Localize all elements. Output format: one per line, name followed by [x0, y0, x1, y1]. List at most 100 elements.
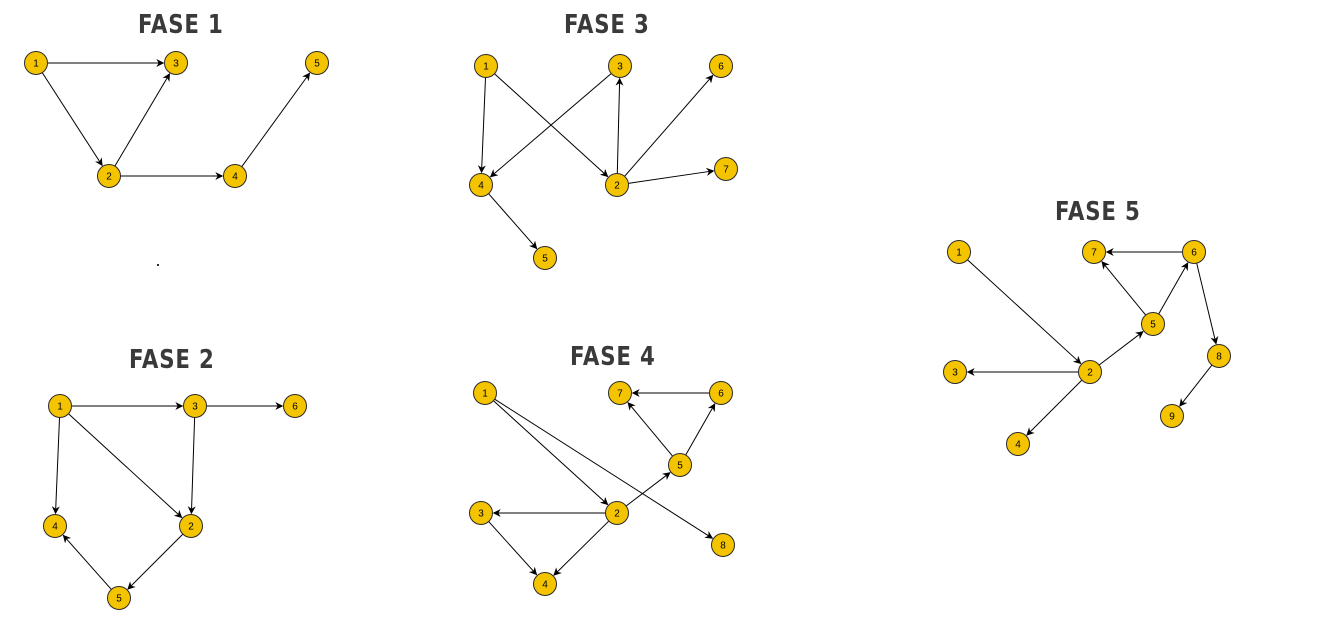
node-g2-5: 5	[107, 586, 131, 610]
edge-g4-3-to-4	[488, 521, 538, 576]
node-circle	[473, 381, 497, 405]
node-g2-1: 1	[48, 394, 72, 418]
edge-g4-1-to-2	[493, 400, 609, 506]
node-label: 6	[718, 389, 724, 400]
node-circle	[711, 533, 735, 557]
node-g5-8: 8	[1207, 344, 1231, 368]
node-label: 7	[617, 389, 623, 400]
node-circle	[943, 360, 967, 384]
node-label: 3	[173, 59, 179, 70]
edge-g3-2-to-6	[624, 74, 714, 177]
edge-g5-1-to-2	[967, 259, 1082, 365]
node-label: 2	[614, 509, 620, 520]
node-circle	[1141, 312, 1165, 336]
edge-g5-8-to-9	[1179, 364, 1213, 407]
node-circle	[608, 54, 632, 78]
edge-g4-5-to-6	[685, 403, 716, 456]
node-g1-4: 4	[223, 164, 247, 188]
node-g5-3: 3	[943, 360, 967, 384]
edge-g5-6-to-8	[1196, 263, 1219, 345]
node-label: 5	[314, 59, 320, 70]
node-label: 1	[482, 389, 488, 400]
node-g3-7: 7	[714, 157, 738, 181]
node-circle	[709, 381, 733, 405]
node-g5-4: 4	[1006, 432, 1030, 456]
edge-g3-3-to-4	[489, 73, 612, 178]
node-circle	[97, 164, 121, 188]
edge-g3-2-to-3	[615, 77, 624, 174]
node-circle	[605, 173, 629, 197]
node-label: 7	[723, 165, 729, 176]
node-circle	[43, 514, 67, 538]
node-g2-6: 6	[283, 394, 307, 418]
edge-g4-2-to-5	[625, 472, 671, 507]
node-label: 2	[188, 522, 194, 533]
node-circle	[947, 240, 971, 264]
node-g3-6: 6	[709, 54, 733, 78]
node-label: 1	[57, 402, 63, 413]
phase-title-2: FASE 2	[129, 345, 215, 375]
node-g5-1: 1	[947, 240, 971, 264]
edge-g3-1-to-4	[477, 77, 487, 174]
phase-title-5: FASE 5	[1055, 197, 1141, 227]
node-g4-3: 3	[469, 501, 493, 525]
node-g5-2: 2	[1078, 360, 1102, 384]
edge-g1-4-to-5	[241, 72, 311, 167]
node-circle	[474, 54, 498, 78]
phase-title-1: FASE 1	[138, 10, 224, 40]
edge-g3-4-to-5	[488, 193, 538, 250]
node-circle	[1082, 240, 1106, 264]
node-circle	[1006, 432, 1030, 456]
edge-g5-2-to-4	[1026, 379, 1083, 436]
node-label: 7	[1091, 248, 1097, 259]
edge-g5-2-to-5	[1098, 331, 1144, 366]
node-circle	[469, 501, 493, 525]
edge-g2-1-to-2	[68, 413, 183, 519]
node-label: 2	[106, 172, 112, 183]
node-circle	[183, 394, 207, 418]
node-label: 3	[478, 509, 484, 520]
node-circle	[608, 381, 632, 405]
node-circle	[305, 51, 329, 75]
node-g5-5: 5	[1141, 312, 1165, 336]
node-circle	[714, 157, 738, 181]
node-label: 2	[614, 181, 620, 192]
node-circle	[469, 173, 493, 197]
node-label: 8	[1216, 352, 1222, 363]
edge-g2-1-to-4	[51, 417, 61, 515]
node-g4-8: 8	[711, 533, 735, 557]
node-g3-5: 5	[533, 246, 557, 270]
edge-g2-3-to-2	[187, 417, 196, 515]
node-circle	[283, 394, 307, 418]
node-label: 5	[542, 254, 548, 265]
stray-dot	[157, 264, 159, 266]
node-g1-1: 1	[24, 51, 48, 75]
edge-g5-5-to-7	[1101, 261, 1147, 316]
node-circle	[709, 54, 733, 78]
edge-g2-2-to-5	[127, 533, 184, 590]
edge-g4-1-to-8	[494, 398, 714, 539]
node-g4-1: 1	[473, 381, 497, 405]
node-circle	[1160, 404, 1184, 428]
node-g1-2: 2	[97, 164, 121, 188]
node-g3-3: 3	[608, 54, 632, 78]
node-g2-2: 2	[179, 514, 203, 538]
node-g2-4: 4	[43, 514, 67, 538]
node-circle	[179, 514, 203, 538]
node-g4-5: 5	[668, 453, 692, 477]
node-circle	[605, 501, 629, 525]
node-g5-9: 9	[1160, 404, 1184, 428]
node-label: 9	[1169, 412, 1175, 423]
node-g3-1: 1	[474, 54, 498, 78]
node-label: 2	[1087, 368, 1093, 379]
node-circle	[1182, 240, 1206, 264]
node-circle	[533, 572, 557, 596]
node-circle	[223, 164, 247, 188]
node-g1-5: 5	[305, 51, 329, 75]
node-label: 6	[1191, 248, 1197, 259]
node-label: 5	[1150, 320, 1156, 331]
node-label: 5	[677, 461, 683, 472]
node-g4-4: 4	[533, 572, 557, 596]
node-circle	[668, 453, 692, 477]
